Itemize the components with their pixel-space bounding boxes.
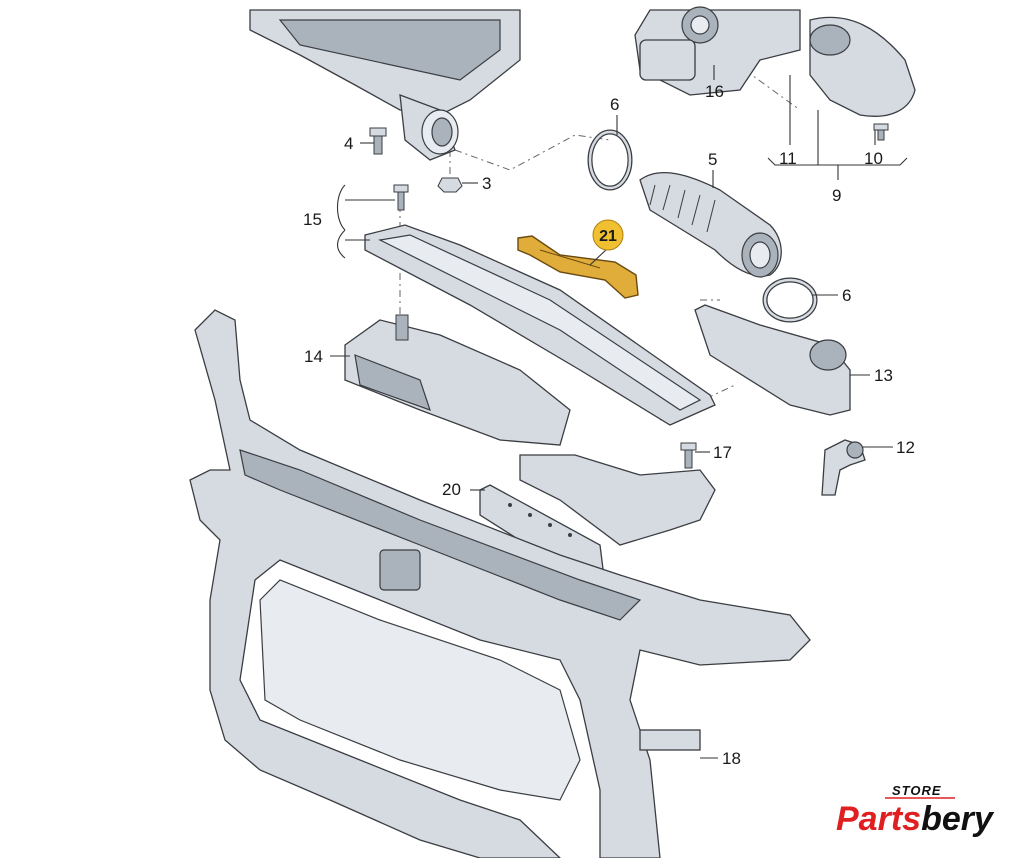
callout-16: 16	[705, 82, 724, 101]
logo-brand-part2: bery	[921, 800, 995, 838]
callout-6-upper: 6	[610, 95, 619, 114]
callout-18: 18	[722, 749, 741, 768]
bolt-15	[393, 184, 409, 211]
hose-clamp-upper	[587, 129, 633, 191]
callout-14: 14	[304, 347, 323, 366]
nut-3	[437, 177, 463, 193]
callout-21: 21	[599, 228, 617, 245]
bolt-4	[369, 127, 387, 155]
intake-pipe-top	[809, 16, 916, 117]
logo-store-text: STORE	[892, 783, 942, 798]
callout-17: 17	[713, 443, 732, 462]
air-guide-lower	[519, 454, 716, 546]
callout-15: 15	[303, 210, 322, 229]
logo-brand-part1: Parts	[836, 800, 921, 838]
front-lock-carrier	[189, 309, 811, 858]
callout-20: 20	[442, 480, 461, 499]
bolt-10	[873, 123, 889, 141]
callout-4: 4	[344, 134, 353, 153]
callout-labels: 3 4 5 6 6 9 10 11 12 13 14 15 16 17 18 2…	[303, 82, 915, 768]
air-filter-housing	[249, 9, 521, 161]
callout-9: 9	[832, 186, 841, 205]
bolt-17	[680, 442, 697, 469]
air-intake-duct	[694, 304, 851, 416]
callout-6-lower: 6	[842, 286, 851, 305]
hose-clamp-lower	[762, 277, 818, 323]
air-duct-cover	[364, 224, 716, 426]
leader-lines	[330, 65, 908, 759]
callout-11: 11	[779, 149, 797, 168]
callout-5: 5	[708, 150, 717, 169]
logo-brand-text: Partsbery	[836, 800, 995, 838]
corrugated-intake-hose	[639, 172, 782, 278]
callout-13: 13	[874, 366, 893, 385]
turbocharger	[634, 6, 801, 96]
callout-12: 12	[896, 438, 915, 457]
callout-21-badge	[592, 219, 624, 251]
air-duct-lower	[344, 314, 571, 446]
elbow-pipe	[821, 439, 866, 496]
callout-10: 10	[864, 149, 883, 168]
partsbery-logo: STORE Partsbery	[836, 783, 995, 838]
callout-3: 3	[482, 174, 491, 193]
